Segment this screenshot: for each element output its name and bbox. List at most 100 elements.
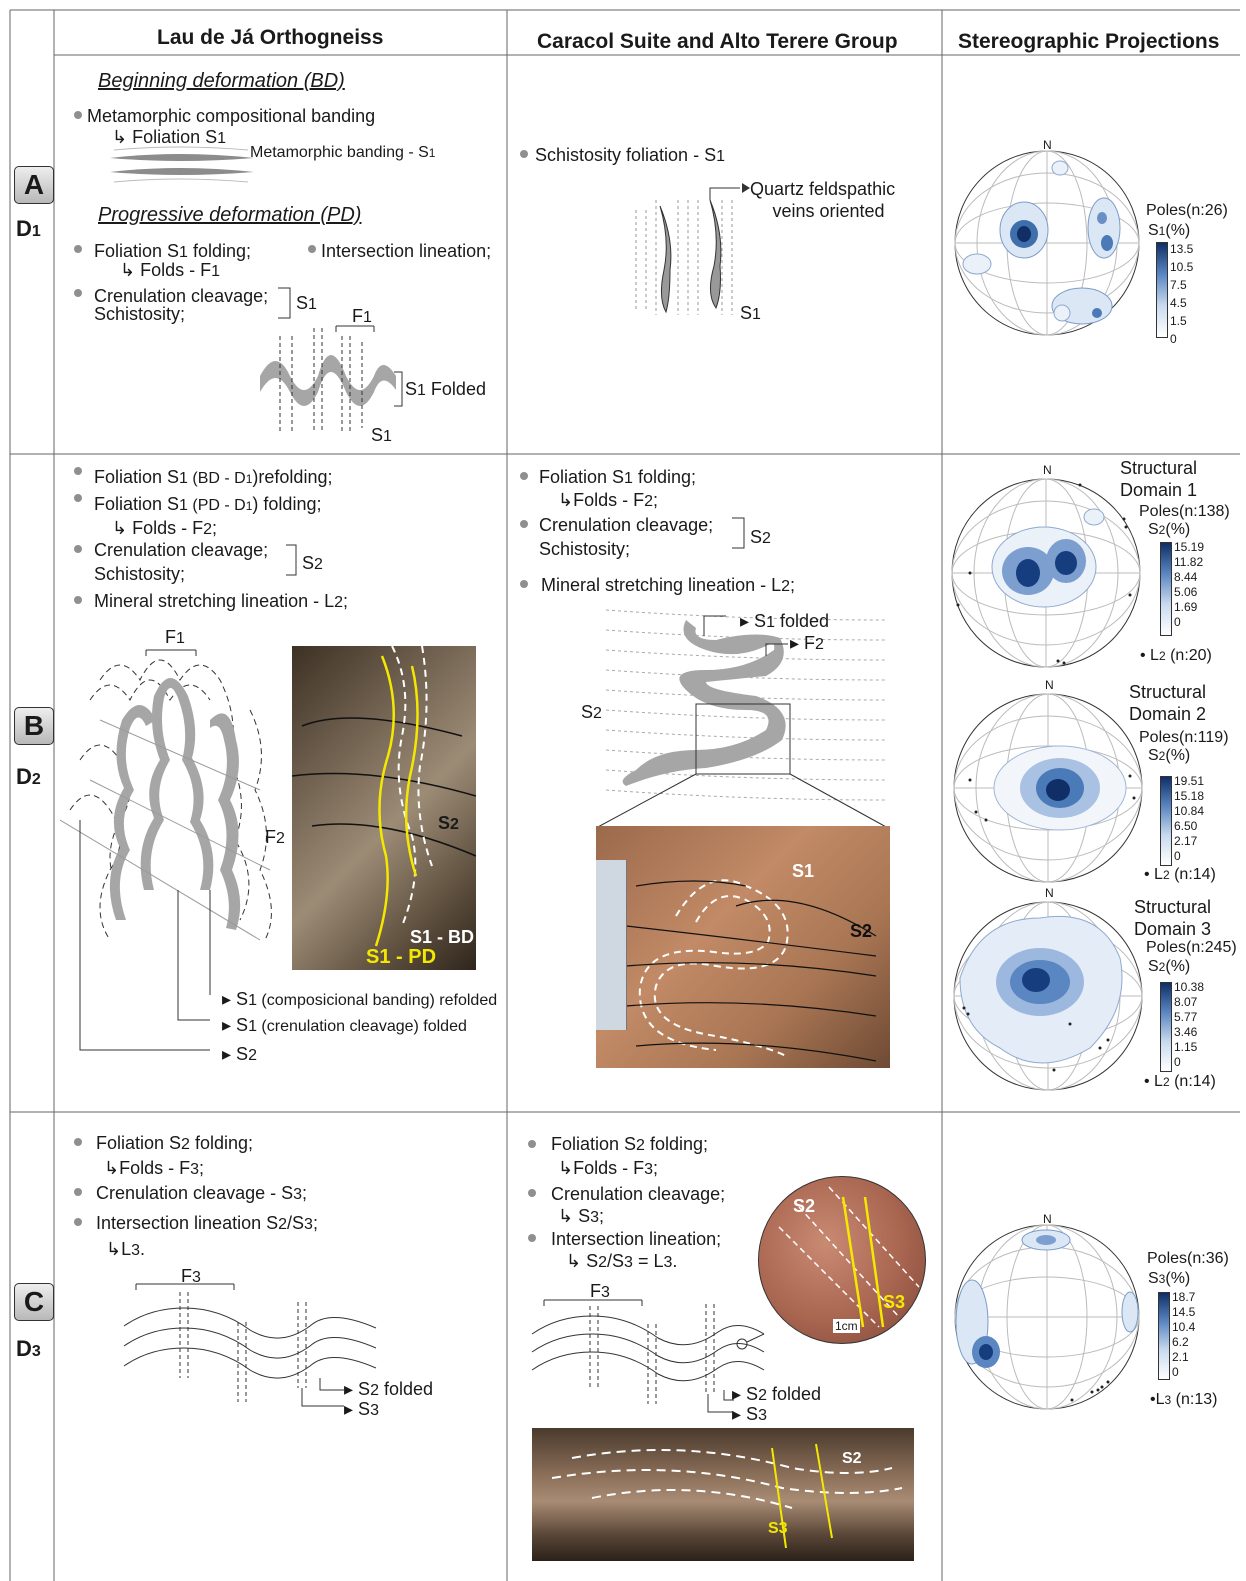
bottom-photo-s2: S2	[842, 1450, 862, 1468]
row-badge-c: C	[14, 1283, 54, 1321]
d3-crenulation: Crenulation cleavage - S3;	[96, 1182, 307, 1206]
scale-bar-d1	[1156, 242, 1168, 338]
domain-3-lineation: • L2 (n:14)	[1144, 1073, 1216, 1091]
d3c-intersection: Intersection lineation;	[551, 1228, 721, 1250]
stereonet-domain-3: N	[950, 898, 1146, 1099]
unit-d3: S3(%)	[1148, 1270, 1190, 1288]
outcrop-photo-bottom: S2 S3	[532, 1428, 914, 1561]
bullet	[520, 472, 528, 480]
d3c-s3-arrow: ↳ S3;	[558, 1205, 604, 1229]
d2-stretching: Mineral stretching lineation - L2;	[94, 590, 348, 614]
bullet	[74, 1218, 82, 1226]
d2c-bracket-s2: S2	[750, 526, 771, 550]
d3-folding: Foliation S2 folding;	[96, 1132, 253, 1156]
photo-s2: S2	[438, 812, 459, 836]
north-label: N	[1043, 463, 1052, 477]
stereonet-d3: N	[952, 1222, 1142, 1417]
d2c-s2: S2	[581, 701, 602, 725]
outcrop-photo-caracol: S1 S2	[596, 826, 890, 1068]
scale-bar-d3	[1158, 1292, 1170, 1380]
phase-label-d2: D2	[16, 764, 41, 790]
photo-overlay	[596, 826, 890, 1068]
header-stereo: Stereographic Projections	[958, 30, 1219, 54]
bullet	[74, 245, 82, 253]
header-caracol: Caracol Suite and Alto Terere Group	[537, 30, 898, 54]
bracket	[392, 370, 406, 410]
domain-2-scale-labels: 19.5115.1810.846.502.170	[1174, 774, 1204, 864]
domain-2-title: StructuralDomain 2	[1129, 681, 1206, 725]
bullet	[528, 1189, 536, 1197]
domain-2-lineation: • L2 (n:14)	[1144, 866, 1216, 884]
north-label: N	[1043, 1212, 1052, 1226]
phase-label-d3: D3	[16, 1336, 41, 1362]
bullet	[520, 580, 528, 588]
domain-1-scale-bar	[1160, 542, 1172, 636]
bullet	[74, 1188, 82, 1196]
d2-f2-label: F2	[265, 826, 285, 850]
d3-l3-arrow: ↳L3.	[106, 1238, 145, 1262]
circle-s2: S2	[793, 1195, 815, 1217]
bullet	[520, 520, 528, 528]
bullet	[528, 1234, 536, 1242]
bullet	[74, 1138, 82, 1146]
stereonet-d3-plot	[952, 1222, 1142, 1412]
unit-d1: S1(%)	[1148, 222, 1190, 240]
circle-s3: S3	[883, 1291, 905, 1313]
d3-intersection: Intersection lineation S2/S3;	[96, 1212, 318, 1236]
d3c-folding: Foliation S2 folding;	[551, 1133, 708, 1157]
header-lau: Lau de Já Orthogneiss	[157, 26, 383, 50]
bullet	[74, 596, 82, 604]
scale-labels-d3: 18.714.510.46.22.10	[1172, 1290, 1195, 1380]
d1-folds-arrow-text: ↳ Folds - F1	[120, 259, 220, 283]
d3c-l3-arrow: ↳ S2/S3 = L3.	[566, 1250, 677, 1274]
d1-schistosity-foliation: Schistosity foliation - S1	[535, 144, 725, 168]
photo-overlay	[292, 646, 476, 970]
domain-3-unit: S2(%)	[1148, 958, 1190, 976]
d2c-folding: Foliation S1 folding;	[539, 466, 696, 490]
d2-folds-arrow: ↳ Folds - F2;	[112, 517, 217, 541]
stereonet-domain-2: N	[950, 690, 1146, 891]
d3c-crenulation: Crenulation cleavage;	[551, 1183, 725, 1205]
d2c-crenulation: Crenulation cleavage;	[539, 514, 713, 536]
d2-ann3: ▸ S2	[222, 1043, 257, 1067]
domain-3-scale-bar	[1160, 982, 1172, 1072]
stereonet-domain-3-plot	[950, 898, 1146, 1094]
stereonet-d1: N	[952, 148, 1142, 343]
d2-ann1: ▸ S1 (composicional banding) refolded	[222, 988, 497, 1012]
d3-fold-sketch	[120, 1278, 380, 1418]
scale-label: 1cm	[833, 1319, 860, 1333]
domain-2-unit: S2(%)	[1148, 747, 1190, 765]
d3-s3: ▸ S3	[344, 1398, 379, 1422]
d2-folding: Foliation S1 (PD - D1) folding;	[94, 493, 321, 517]
photo-s1: S1	[792, 860, 814, 882]
d1-caracol-s1: S1	[740, 302, 761, 326]
d2c-stretching: Mineral stretching lineation - L2;	[541, 574, 795, 598]
pd-title: Progressive deformation (PD)	[98, 204, 361, 227]
d2-bracket-s2: S2	[302, 552, 323, 576]
d2-ann2: ▸ S1 (crenulation cleavage) folded	[222, 1014, 467, 1038]
d1-fold-sketch	[256, 320, 406, 440]
d2c-s1-folded: ▸ S1 folded	[740, 610, 829, 634]
bracket	[276, 286, 296, 322]
north-label: N	[1043, 138, 1052, 152]
lineation-d3: •L3 (n:13)	[1150, 1391, 1217, 1409]
d2c-schistosity: Schistosity;	[539, 538, 630, 560]
bullet	[528, 1140, 536, 1148]
bullet	[308, 245, 316, 253]
photo-s2: S2	[850, 920, 872, 942]
bottom-photo-s3: S3	[768, 1520, 788, 1538]
bullet	[74, 545, 82, 553]
d3-folds-arrow: ↳Folds - F3;	[104, 1157, 204, 1181]
d2-refolding: Foliation S1 (BD - D1)refolding;	[94, 466, 332, 490]
bracket	[730, 516, 750, 552]
d1-item-intersection: Intersection lineation;	[321, 240, 491, 262]
ruler	[596, 860, 627, 1030]
d2-crenulation: Crenulation cleavage;	[94, 539, 268, 561]
d2c-f2: ▸ F2	[790, 632, 824, 656]
poles-d3: Poles(n:36)	[1147, 1250, 1229, 1268]
north-label: N	[1045, 678, 1054, 692]
domain-1-lineation: • L2 (n:20)	[1140, 647, 1212, 665]
